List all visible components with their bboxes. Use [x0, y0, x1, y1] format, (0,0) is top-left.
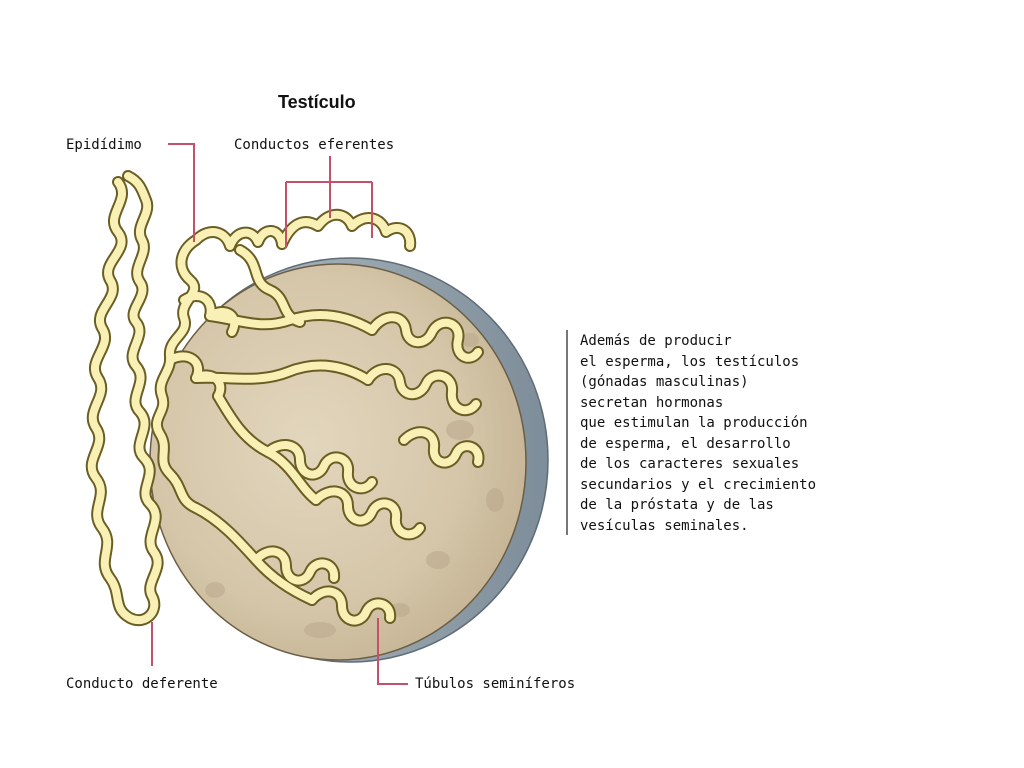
description-line: vesículas seminales.: [580, 517, 749, 534]
description-line: que estimulan la producción: [580, 415, 808, 431]
description-line: de los caracteres sexuales: [580, 456, 800, 472]
leader-efferent-ducts: [285, 156, 373, 248]
leader-epididymis: [168, 143, 195, 242]
leader-lines: [151, 143, 408, 685]
description-line: secretan hormonas: [580, 394, 724, 411]
label-vas-deferens: Conducto deferente: [66, 676, 218, 692]
description-line: (gónadas masculinas): [580, 374, 749, 390]
description-line: el esperma, los testículos: [580, 353, 800, 370]
description-line: de la próstata y de las: [580, 497, 774, 513]
description-text: Además de producir el esperma, los testí…: [580, 331, 816, 536]
description-bar: [566, 330, 568, 535]
description-line: Además de producir: [580, 333, 732, 349]
tubule-network: [85, 170, 485, 627]
label-epididymis: Epidídimo: [66, 137, 142, 153]
leader-seminiferous-tubules: [377, 618, 408, 685]
description-line: de esperma, el desarrollo: [580, 435, 791, 452]
label-seminiferous-tubules: Túbulos seminíferos: [415, 676, 576, 692]
label-efferent-ducts: Conductos eferentes: [234, 137, 395, 153]
diagram-title: Testículo: [278, 92, 356, 112]
description-line: secundarios y el crecimiento: [580, 476, 817, 493]
